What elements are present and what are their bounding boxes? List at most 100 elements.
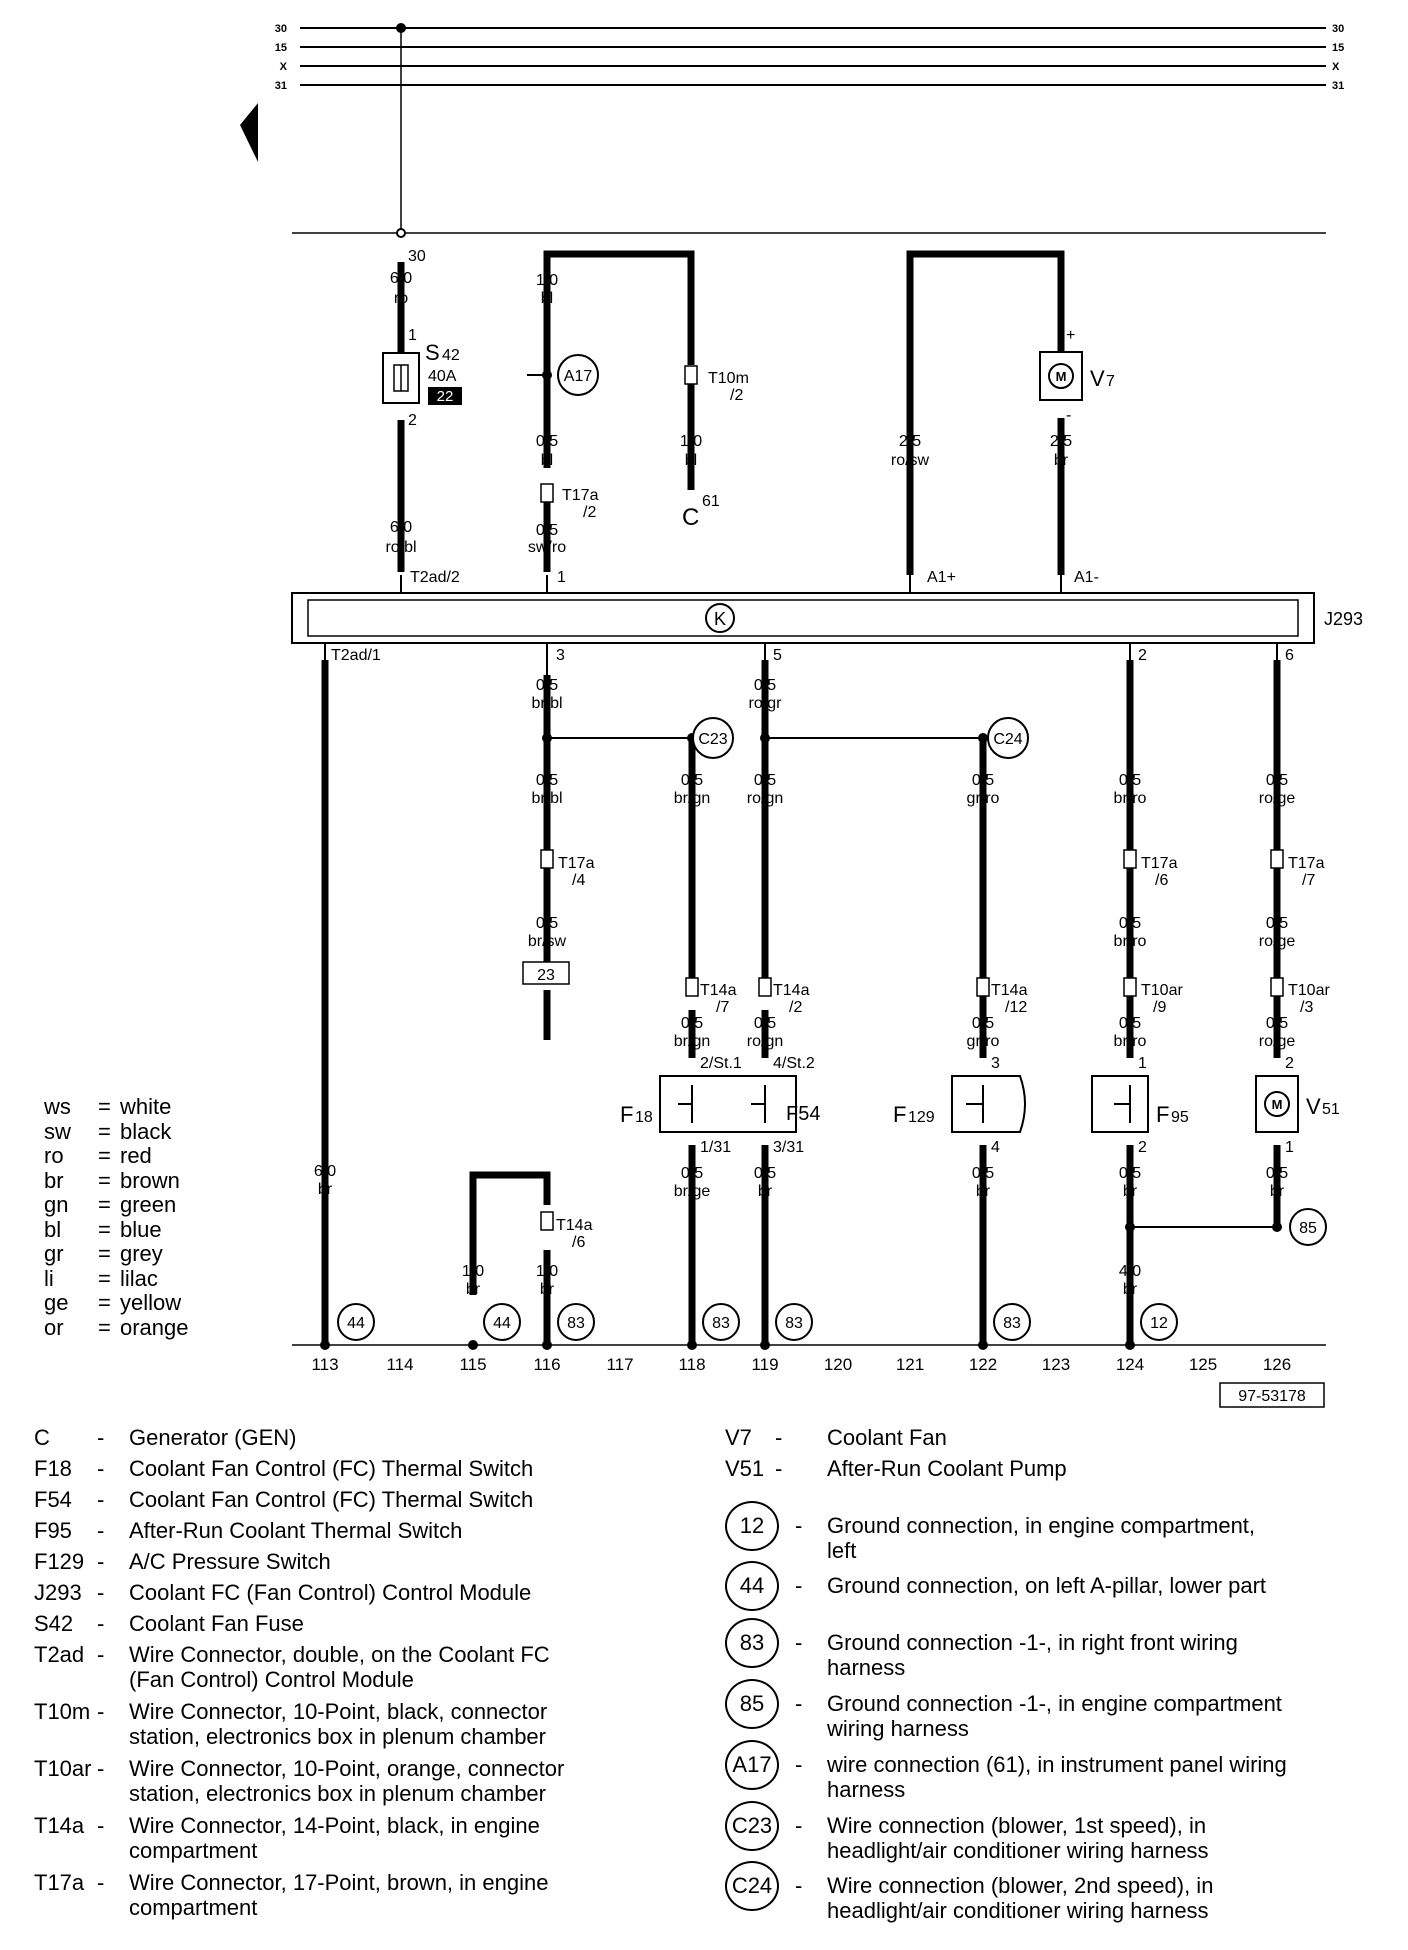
t17a-labels: T17a /4 T17a /6 T17a /7	[558, 855, 1325, 889]
legend-dash: -	[795, 1573, 803, 1598]
svg-text:C24: C24	[993, 731, 1022, 748]
color-name: white	[120, 1094, 172, 1119]
color-key-row: or=orange	[44, 1314, 244, 1341]
coolant-pump-v51: M	[1255, 1075, 1299, 1133]
svg-text:18: 18	[635, 1109, 653, 1126]
svg-text:0,5: 0,5	[536, 677, 558, 694]
rail-label: 31	[275, 80, 287, 92]
svg-text:97-53178: 97-53178	[1238, 1388, 1306, 1405]
legend-dash: -	[795, 1813, 803, 1838]
legend-code: V7	[725, 1425, 752, 1450]
svg-text:/2: /2	[730, 387, 743, 404]
legend-dash: -	[97, 1580, 105, 1605]
rail-label: 15	[1332, 42, 1344, 54]
fuse-s42: 22	[382, 352, 462, 405]
bus-rails	[300, 27, 1326, 86]
legend-dash: -	[97, 1611, 105, 1636]
color-name: orange	[120, 1314, 189, 1340]
svg-text:2: 2	[1138, 647, 1147, 664]
svg-text:83: 83	[1003, 1315, 1021, 1332]
svg-text:C: C	[682, 504, 699, 531]
svg-text:T14a: T14a	[700, 982, 737, 999]
ground-connection-badge: 12	[725, 1501, 779, 1551]
legend-desc-line: compartment	[129, 1838, 258, 1863]
legend-desc-line: Coolant Fan Control (FC) Thermal Switch	[129, 1487, 534, 1512]
svg-text:1: 1	[557, 569, 566, 586]
legend-desc-line: A/C Pressure Switch	[129, 1549, 331, 1574]
svg-text:30: 30	[408, 248, 426, 265]
color-code: gn	[44, 1192, 69, 1217]
badge-code: C24	[731, 1873, 773, 1898]
legend-desc-line: Wire connection (blower, 2nd speed), in	[827, 1873, 1214, 1898]
legend-desc: wire connection (61), in instrument pane…	[827, 1752, 1382, 1802]
svg-text:3: 3	[991, 1055, 1000, 1072]
svg-text:/7: /7	[716, 999, 729, 1016]
switch-pin-top-labels: 2/St.1 4/St.2 3 1 2	[700, 1055, 1294, 1072]
legend-dash: -	[795, 1873, 803, 1898]
legend-desc-line: Wire Connector, 17-Point, brown, in engi…	[129, 1870, 549, 1895]
svg-text:51: 51	[1322, 1101, 1340, 1118]
f18-f54-labels: F 18 F54	[620, 1102, 820, 1127]
svg-text:+: +	[1066, 327, 1075, 344]
svg-text:/6: /6	[572, 1234, 585, 1251]
svg-text:A1+: A1+	[927, 569, 956, 586]
legend-desc-line: wiring harness	[827, 1716, 969, 1741]
legend-desc: Coolant Fan Fuse	[129, 1611, 669, 1636]
svg-text:1: 1	[1138, 1055, 1147, 1072]
badge-code: A17	[732, 1752, 772, 1777]
svg-text:124: 124	[1116, 1355, 1144, 1374]
legend-code: T10m	[34, 1699, 91, 1724]
svg-text:1,0: 1,0	[680, 433, 702, 450]
legend-desc: Wire Connector, 17-Point, brown, in engi…	[129, 1870, 669, 1920]
lower-wire-labels-2: 0,5 br/gn 0,5 ro/gn 0,5 gr/ro 0,5 br/ro …	[674, 1015, 1296, 1050]
color-name: brown	[120, 1167, 180, 1193]
legend-code: F95	[34, 1518, 72, 1543]
thin-wires	[324, 374, 1278, 1228]
svg-text:6,0: 6,0	[390, 519, 412, 536]
equals-sign: =	[98, 1216, 111, 1242]
legend-desc-line: Coolant Fan Control (FC) Thermal Switch	[129, 1456, 534, 1481]
legend-desc-line: Wire Connector, 10-Point, orange, connec…	[129, 1756, 565, 1781]
switch-pin-bottom-labels: 1/31 3/31 4 2 1	[700, 1139, 1294, 1156]
svg-text:ro/ge: ro/ge	[1259, 790, 1296, 807]
svg-text:T10ar: T10ar	[1141, 982, 1183, 999]
svg-text:3: 3	[556, 647, 565, 664]
ground-connection-badge: C23	[725, 1801, 779, 1851]
svg-text:2,5: 2,5	[899, 433, 921, 450]
legend-desc-line: Generator (GEN)	[129, 1425, 297, 1450]
svg-text:br: br	[318, 1181, 333, 1198]
legend-dash: -	[97, 1456, 105, 1481]
svg-text:br: br	[1054, 452, 1069, 469]
module-output-labels: T2ad/1 3 5 2 6 0,5 br/bl 0,5 ro/gr	[331, 647, 1294, 712]
legend-code: F18	[34, 1456, 72, 1481]
svg-text:0,5: 0,5	[1119, 772, 1141, 789]
svg-text:1/31: 1/31	[700, 1139, 731, 1156]
svg-text:br: br	[758, 1183, 773, 1200]
mid-wire-labels: 0,5 br/bl 0,5 br/gn 0,5 ro/gn 0,5 gr/ro …	[531, 772, 1295, 807]
svg-text:br: br	[466, 1281, 481, 1298]
svg-text:120: 120	[824, 1355, 852, 1374]
legend-desc: Ground connection -1-, in right front wi…	[827, 1630, 1382, 1680]
svg-text:22: 22	[437, 388, 454, 405]
svg-text:0,5: 0,5	[972, 772, 994, 789]
svg-text:0,5: 0,5	[1266, 1015, 1288, 1032]
svg-text:6,0: 6,0	[314, 1163, 336, 1180]
svg-text:0,5: 0,5	[754, 677, 776, 694]
fuse-s42-labels: 30 6,0 ro 1 S 42 40A 2 6,0 ro/bl T2ad/2	[385, 248, 459, 586]
svg-text:0,5: 0,5	[536, 433, 558, 450]
thermal-switch-f18-f54	[659, 1075, 797, 1133]
svg-text:ro/ge: ro/ge	[1259, 1033, 1296, 1050]
legend-desc: Ground connection, in engine compartment…	[827, 1513, 1382, 1563]
legend-desc: After-Run Coolant Thermal Switch	[129, 1518, 669, 1543]
t10m-connector	[684, 365, 698, 385]
control-module-j293: K J293	[291, 592, 1363, 644]
svg-text:2: 2	[408, 412, 417, 429]
svg-text:F: F	[1156, 1102, 1169, 1127]
svg-text:/12: /12	[1005, 999, 1027, 1016]
svg-text:/9: /9	[1153, 999, 1166, 1016]
badge-code: 85	[739, 1691, 765, 1716]
svg-text:ro/gn: ro/gn	[747, 790, 783, 807]
svg-text:M: M	[1272, 1097, 1283, 1112]
